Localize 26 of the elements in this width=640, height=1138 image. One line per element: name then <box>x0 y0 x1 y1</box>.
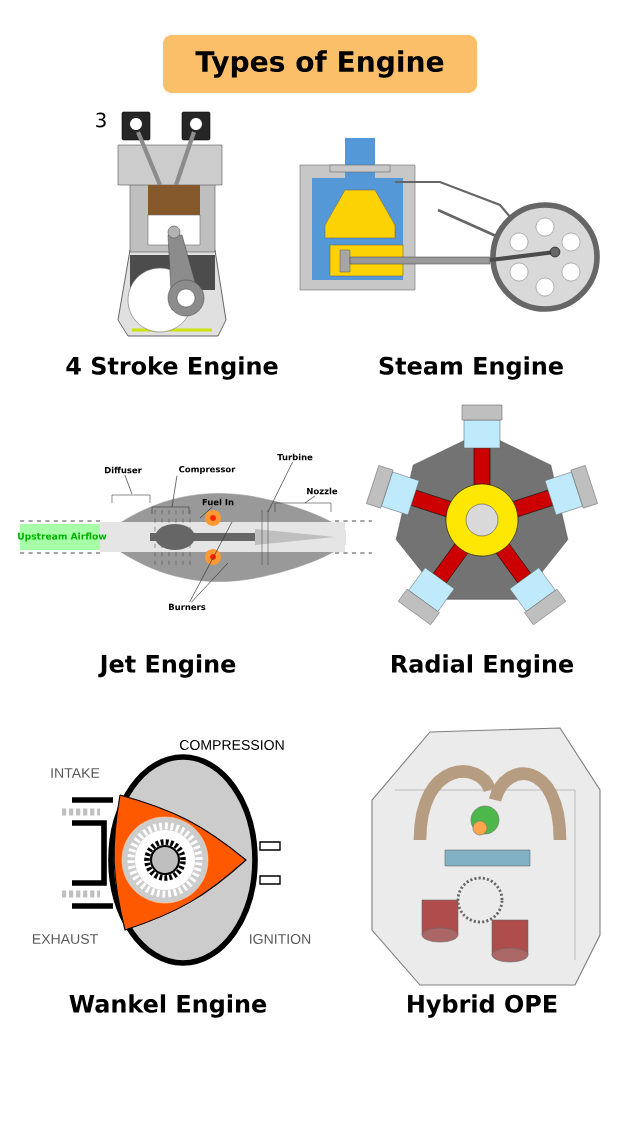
part-label: IGNITION <box>250 934 311 944</box>
flow-label: Upstream Airflow <box>18 532 107 542</box>
engine-caption: Hybrid OPE <box>408 994 557 1018</box>
engine-caption: Jet Engine <box>98 654 236 678</box>
part-label: Nozzle <box>307 487 338 495</box>
engine-caption: 4 Stroke Engine <box>66 356 278 380</box>
part-label: INTAKE <box>51 768 100 778</box>
part-label: Turbine <box>277 453 313 461</box>
engine-caption: Radial Engine <box>392 654 574 678</box>
leader-line <box>189 521 233 603</box>
part-label: COMPRESSION <box>180 740 284 750</box>
leader-line <box>304 495 316 504</box>
part-label: Compressor <box>179 466 236 475</box>
leader-line <box>191 562 229 603</box>
leader-line <box>124 474 133 495</box>
part-label: Burners <box>169 603 206 611</box>
part-label: EXHAUST <box>32 934 98 944</box>
leader-line <box>199 506 213 519</box>
part-label: Diffuser <box>104 466 142 474</box>
jet-engine-drawing <box>19 493 373 582</box>
leader-line <box>267 461 293 513</box>
title-banner: Types of Engine <box>163 35 477 93</box>
step-number: 3 <box>96 112 106 128</box>
leader-line <box>171 475 178 508</box>
engine-caption: Steam Engine <box>379 356 563 380</box>
engine-caption: Wankel Engine <box>69 994 267 1018</box>
